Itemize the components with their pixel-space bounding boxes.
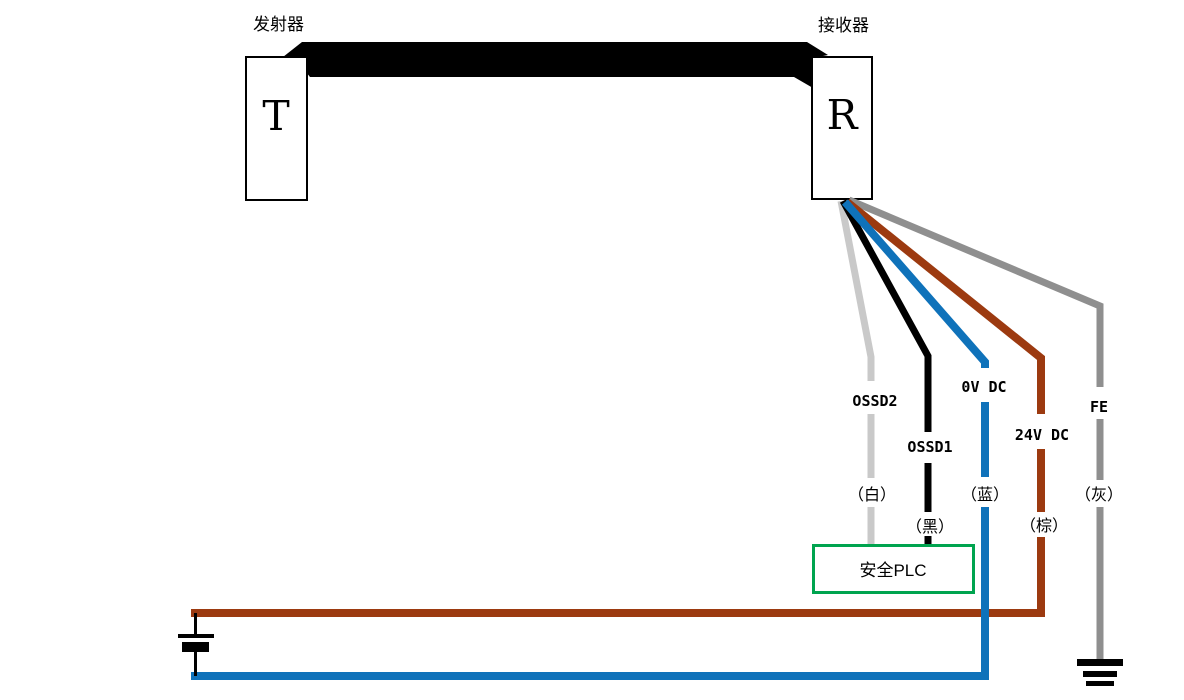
wire-blue-signal-label: 0V DC — [961, 378, 1006, 396]
wire-brown-color-label: （棕） — [1020, 517, 1068, 535]
wire-gray — [847, 196, 1104, 662]
power-supply-symbol — [178, 613, 214, 676]
ground-bar-bottom — [1086, 681, 1114, 686]
wire-black-signal-label: OSSD1 — [907, 438, 952, 456]
battery-stem-bottom — [194, 652, 197, 676]
transmitter-label: 发射器 — [253, 15, 304, 34]
wire-black-color-label: （黑） — [906, 518, 954, 536]
battery-plate-short — [182, 642, 209, 652]
battery-plate-long — [178, 634, 214, 638]
plc-box — [812, 544, 975, 594]
transmitter-letter: T — [262, 92, 289, 140]
plc-label: 安全PLC — [859, 561, 926, 580]
transmitter-box — [245, 56, 308, 201]
wire-brown — [191, 198, 1045, 617]
light-curtain-band — [283, 42, 828, 88]
battery-stem-top — [194, 613, 197, 636]
wire-white — [837, 200, 875, 546]
wire-white-signal-label: OSSD2 — [852, 392, 897, 410]
receiver-letter: R — [827, 91, 859, 139]
wire-gray-signal-label: FE — [1090, 398, 1108, 416]
wire-gray-color-label: （灰） — [1075, 486, 1123, 504]
wire-brown-signal-label: 24V DC — [1015, 426, 1069, 444]
ground-bar-top — [1077, 659, 1123, 666]
receiver-label: 接收器 — [818, 16, 869, 35]
receiver-box — [811, 56, 873, 200]
wire-white-color-label: （白） — [848, 486, 896, 504]
wire-blue-color-label: （蓝） — [961, 486, 1009, 504]
earth-ground-symbol — [1077, 659, 1123, 686]
wire-blue — [191, 199, 989, 680]
ground-bar-middle — [1083, 671, 1117, 677]
